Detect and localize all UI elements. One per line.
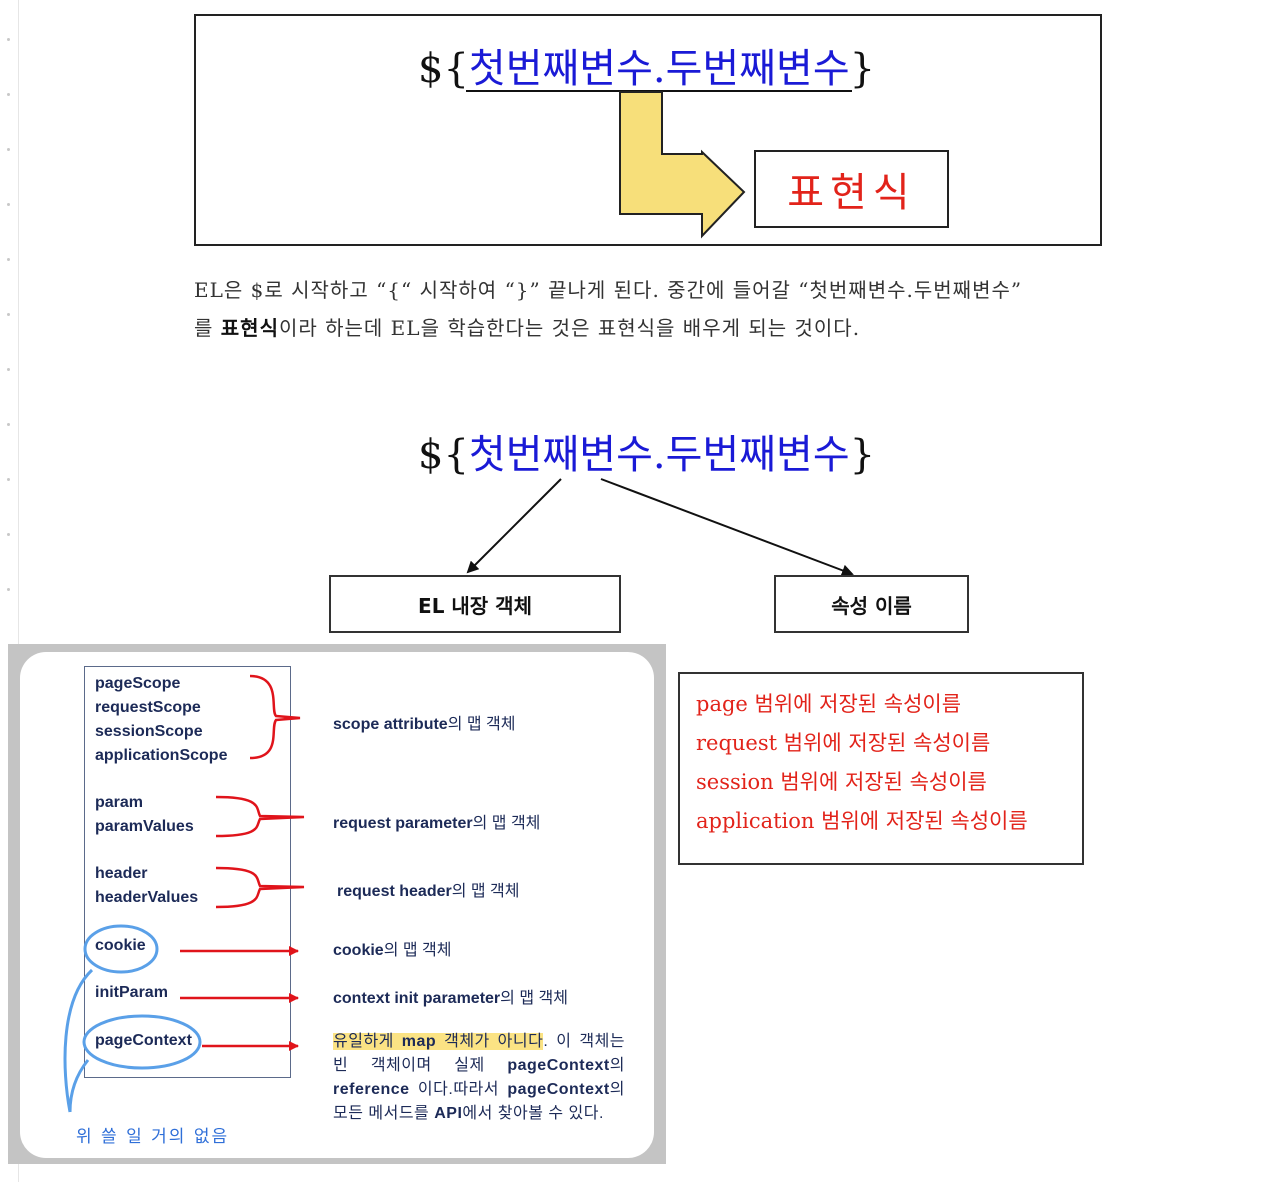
- formula-dot: .: [652, 46, 666, 92]
- obj-pagescope: pageScope: [95, 675, 181, 692]
- desc-param: request parameter의 맵 객체: [333, 809, 540, 833]
- desc-rest: 의 맵 객체: [447, 716, 516, 733]
- formula-first-variable: 첫번째변수: [468, 46, 653, 92]
- margin-dot: [7, 93, 10, 96]
- expression-diagram-frame: [194, 14, 1102, 246]
- bracket-curve-icon: [63, 968, 94, 1113]
- brace-param-icon: [215, 795, 305, 838]
- attribute-name-box: 속성 이름: [774, 575, 969, 633]
- obj-headervalues: headerValues: [95, 889, 199, 906]
- annotation-layer: [63, 674, 305, 1113]
- el-builtin-object-box: EL 내장 객체: [329, 575, 621, 633]
- explanation-line-1: EL은 $로 시작하고 “{“ 시작하여 “}” 끝나게 된다. 중간에 들어갈…: [194, 278, 1023, 302]
- note-text: 의: [609, 1057, 625, 1074]
- note-bold: reference: [333, 1081, 410, 1098]
- desc-cookie: cookie의 맵 객체: [333, 936, 451, 960]
- obj-applicationscope: applicationScope: [95, 747, 228, 764]
- desc-scope: scope attribute의 맵 객체: [333, 710, 515, 734]
- attribute-scope-list: page 범위에 저장된 속성이름 request 범위에 저장된 속성이름 s…: [678, 672, 1084, 865]
- expression-label: 표현식: [787, 170, 916, 216]
- bracket-curve-icon: [68, 1059, 90, 1113]
- margin-dot: [7, 38, 10, 41]
- note-bold: pageContext: [507, 1081, 610, 1098]
- margin-dot: [7, 368, 10, 371]
- expression-box: 표현식: [754, 150, 949, 228]
- explanation-line-2: 를 표현식이라 하는데 EL을 학습한다는 것은 표현식을 배우게 되는 것이다…: [194, 312, 860, 341]
- attribute-line-session: session 범위에 저장된 속성이름: [696, 770, 987, 794]
- desc-bold: scope attribute: [333, 716, 448, 733]
- brace-header-icon: [215, 866, 305, 909]
- desc-header: request header의 맵 객체: [337, 877, 520, 901]
- margin-dot: [7, 203, 10, 206]
- text-span: 를: [194, 316, 221, 340]
- formula-prefix: ${: [418, 432, 469, 478]
- desc-bold: request parameter: [333, 815, 473, 832]
- formula-first-variable: 첫번째변수: [468, 432, 653, 478]
- margin-dot: [7, 258, 10, 261]
- obj-requestscope: requestScope: [95, 699, 201, 716]
- desc-bold: cookie: [333, 942, 384, 959]
- obj-cookie: cookie: [95, 937, 146, 954]
- bold-term: 표현식: [220, 316, 279, 340]
- margin-dot: [7, 478, 10, 481]
- arrow-to-attribute-icon: [600, 478, 854, 577]
- note-text: 에서 찾아볼 수 있다.: [462, 1105, 604, 1122]
- el-formula-middle: ${첫번째변수.두번째변수}: [418, 422, 875, 480]
- formula-suffix: }: [849, 432, 876, 478]
- split-arrows: [466, 478, 854, 577]
- note-text: 이다.따라서: [409, 1081, 508, 1098]
- obj-param: param: [95, 794, 144, 811]
- brace-scope-icon: [249, 674, 301, 760]
- obj-header: header: [95, 865, 148, 882]
- margin-dot: [7, 533, 10, 536]
- el-formula-top: ${첫번째변수.두번째변수}: [418, 36, 875, 94]
- attribute-line-request: request 범위에 저장된 속성이름: [696, 731, 991, 755]
- page-margin-line: [18, 0, 19, 1182]
- implicit-objects-card: [20, 652, 654, 1158]
- handwritten-note: 위 쓸 일 거의 없음: [76, 1127, 230, 1147]
- obj-paramvalues: paramValues: [95, 818, 194, 835]
- desc-bold: request header: [337, 883, 452, 900]
- desc-initparam: context init parameter의 맵 객체: [333, 984, 568, 1008]
- note-text: . 이 객체는 빈 객체이며 실제: [333, 1033, 626, 1074]
- yellow-bent-arrow-icon: [619, 91, 746, 239]
- obj-sessionscope: sessionScope: [95, 723, 203, 740]
- note-bold: API: [434, 1105, 463, 1122]
- text-span: 이라 하는데 EL을 학습한다는 것은 표현식을 배우게 되는 것이다.: [278, 316, 861, 340]
- formula-dot: .: [652, 432, 666, 478]
- desc-rest: 의 맵 객체: [451, 883, 520, 900]
- attribute-line-page: page 범위에 저장된 속성이름: [696, 692, 962, 716]
- margin-dot: [7, 313, 10, 316]
- formula-suffix: }: [849, 46, 876, 92]
- formula-second-variable: 두번째변수: [665, 46, 850, 92]
- desc-rest: 의 맵 객체: [472, 815, 541, 832]
- formula-second-variable: 두번째변수: [665, 432, 850, 478]
- note-bold: pageContext: [507, 1057, 610, 1074]
- obj-pagecontext: pageContext: [95, 1032, 192, 1049]
- pagecontext-note: 유일하게 map 객체가 아니다. 이 객체는 빈 객체이며 실제 pageCo…: [333, 1030, 625, 1126]
- note-text: 의 모든 메서드를: [333, 1081, 625, 1122]
- formula-prefix: ${: [418, 46, 469, 92]
- note-text: 유일하게: [333, 1033, 402, 1050]
- obj-initparam: initParam: [95, 984, 168, 1001]
- margin-dot: [7, 148, 10, 151]
- arrow-to-el-object-icon: [466, 478, 562, 574]
- implicit-object-list-frame: [84, 666, 291, 1078]
- note-bold: map: [401, 1033, 437, 1050]
- margin-dot: [7, 588, 10, 591]
- margin-dot: [7, 423, 10, 426]
- attribute-line-application: application 범위에 저장된 속성이름: [696, 809, 1028, 833]
- desc-rest: 의 맵 객체: [383, 942, 452, 959]
- circle-pagecontext-icon: [82, 1014, 202, 1070]
- highlighted-text: 유일하게 map 객체가 아니다: [333, 1033, 544, 1050]
- desc-rest: 의 맵 객체: [500, 990, 568, 1007]
- desc-bold: context init parameter: [333, 990, 501, 1007]
- note-text: 객체가 아니다: [436, 1033, 544, 1050]
- circle-cookie-icon: [83, 924, 159, 974]
